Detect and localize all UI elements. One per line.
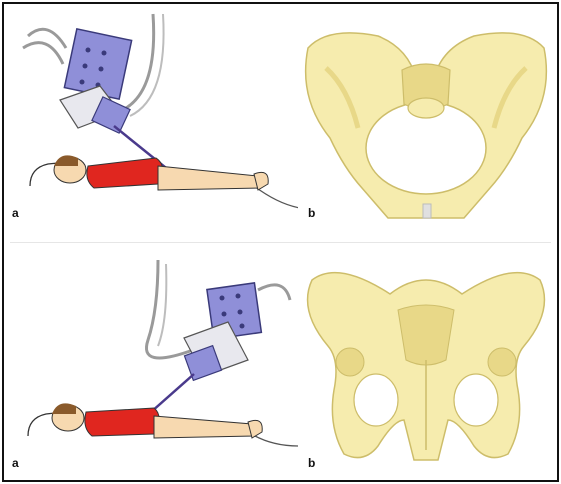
xray-setup-ap-illustration [8, 8, 298, 230]
xray-setup-angled-illustration [8, 250, 298, 476]
panel-label-a-bottom: a [12, 456, 19, 470]
pelvis-ap-illustration [298, 8, 553, 230]
panel-label-b-top: b [308, 206, 315, 220]
pelvis-outlet-illustration [298, 250, 553, 476]
patient-supine-icon [54, 155, 268, 190]
panel-label-a-top: a [12, 206, 19, 220]
panel-top-setup [8, 8, 298, 230]
patient-supine-icon [52, 403, 262, 438]
panel-bottom-setup [8, 250, 298, 476]
panel-bottom-pelvis [298, 250, 553, 476]
panel-label-b-bottom: b [308, 456, 315, 470]
xray-tube-icon [60, 29, 132, 133]
xray-tube-icon [184, 283, 261, 380]
panel-divider [10, 242, 551, 243]
panel-top-pelvis [298, 8, 553, 230]
